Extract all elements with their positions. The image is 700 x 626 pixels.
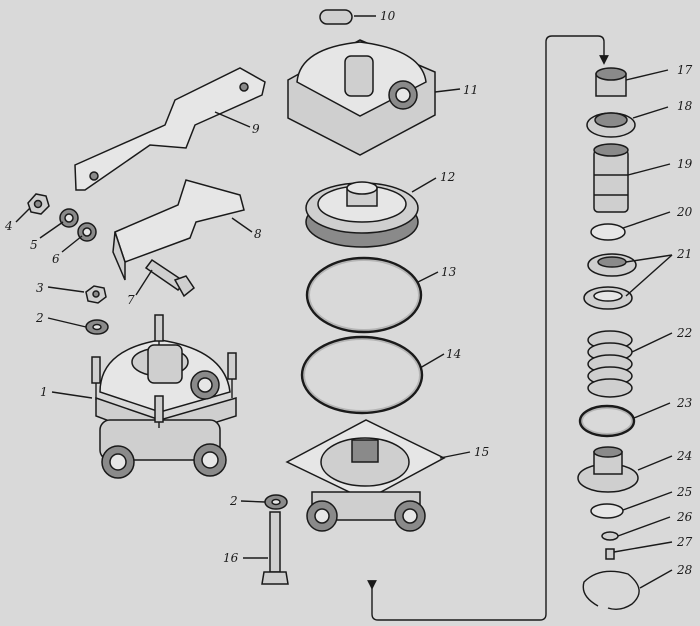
callout-2b: 2 bbox=[229, 494, 238, 508]
part-7-bolt bbox=[144, 258, 196, 298]
part-21-seals bbox=[583, 253, 637, 310]
callout-7: 7 bbox=[127, 293, 135, 307]
part-1-valve-assembly bbox=[91, 314, 237, 479]
callout-12: 12 bbox=[440, 170, 455, 184]
callout-20: 20 bbox=[676, 205, 693, 219]
callout-labels: 1 2 3 4 5 6 7 8 9 10 11 12 13 14 15 16 2… bbox=[4, 9, 693, 577]
callout-13: 13 bbox=[441, 265, 457, 279]
callout-21: 21 bbox=[676, 247, 692, 261]
part-8-bracket bbox=[112, 179, 245, 281]
callout-24: 24 bbox=[676, 449, 692, 463]
part-28-circlip bbox=[582, 570, 640, 611]
part-19-valve bbox=[593, 143, 629, 213]
callout-22: 22 bbox=[676, 326, 692, 340]
callout-11: 11 bbox=[463, 83, 478, 97]
callout-19: 19 bbox=[677, 157, 693, 171]
callout-5: 5 bbox=[30, 238, 38, 252]
callout-9: 9 bbox=[252, 122, 260, 136]
callout-15: 15 bbox=[474, 445, 489, 459]
part-24-seat bbox=[577, 446, 639, 493]
part-15-lower-housing bbox=[285, 419, 446, 532]
part-10-cap bbox=[319, 9, 353, 25]
callout-8: 8 bbox=[254, 227, 262, 241]
callout-4: 4 bbox=[4, 219, 13, 233]
part-9-plate bbox=[74, 67, 266, 191]
callout-10: 10 bbox=[380, 9, 396, 23]
callout-16: 16 bbox=[223, 551, 239, 565]
assembly-flow-line bbox=[367, 35, 609, 621]
part-22-spring bbox=[587, 330, 633, 398]
callout-1: 1 bbox=[40, 385, 48, 399]
callout-27: 27 bbox=[676, 535, 693, 549]
callout-17: 17 bbox=[677, 63, 693, 77]
callout-18: 18 bbox=[677, 99, 693, 113]
part-25-disc bbox=[590, 503, 624, 519]
callout-2: 2 bbox=[35, 311, 44, 325]
callout-23: 23 bbox=[676, 396, 693, 410]
callout-6: 6 bbox=[52, 252, 60, 266]
part-26-washer bbox=[601, 531, 619, 541]
callout-3: 3 bbox=[36, 281, 44, 295]
part-11-upper-housing bbox=[287, 39, 436, 156]
leader-lines bbox=[15, 15, 673, 589]
part-17-cap bbox=[595, 67, 627, 97]
callout-26: 26 bbox=[676, 510, 693, 524]
part-16-bolt bbox=[261, 511, 289, 585]
part-18-seal bbox=[586, 112, 636, 138]
part-12-piston bbox=[305, 181, 419, 248]
part-27-screw bbox=[605, 548, 615, 560]
callout-25: 25 bbox=[676, 485, 692, 499]
part-20-ring bbox=[590, 223, 626, 241]
callout-28: 28 bbox=[676, 563, 693, 577]
callout-14: 14 bbox=[446, 347, 461, 361]
